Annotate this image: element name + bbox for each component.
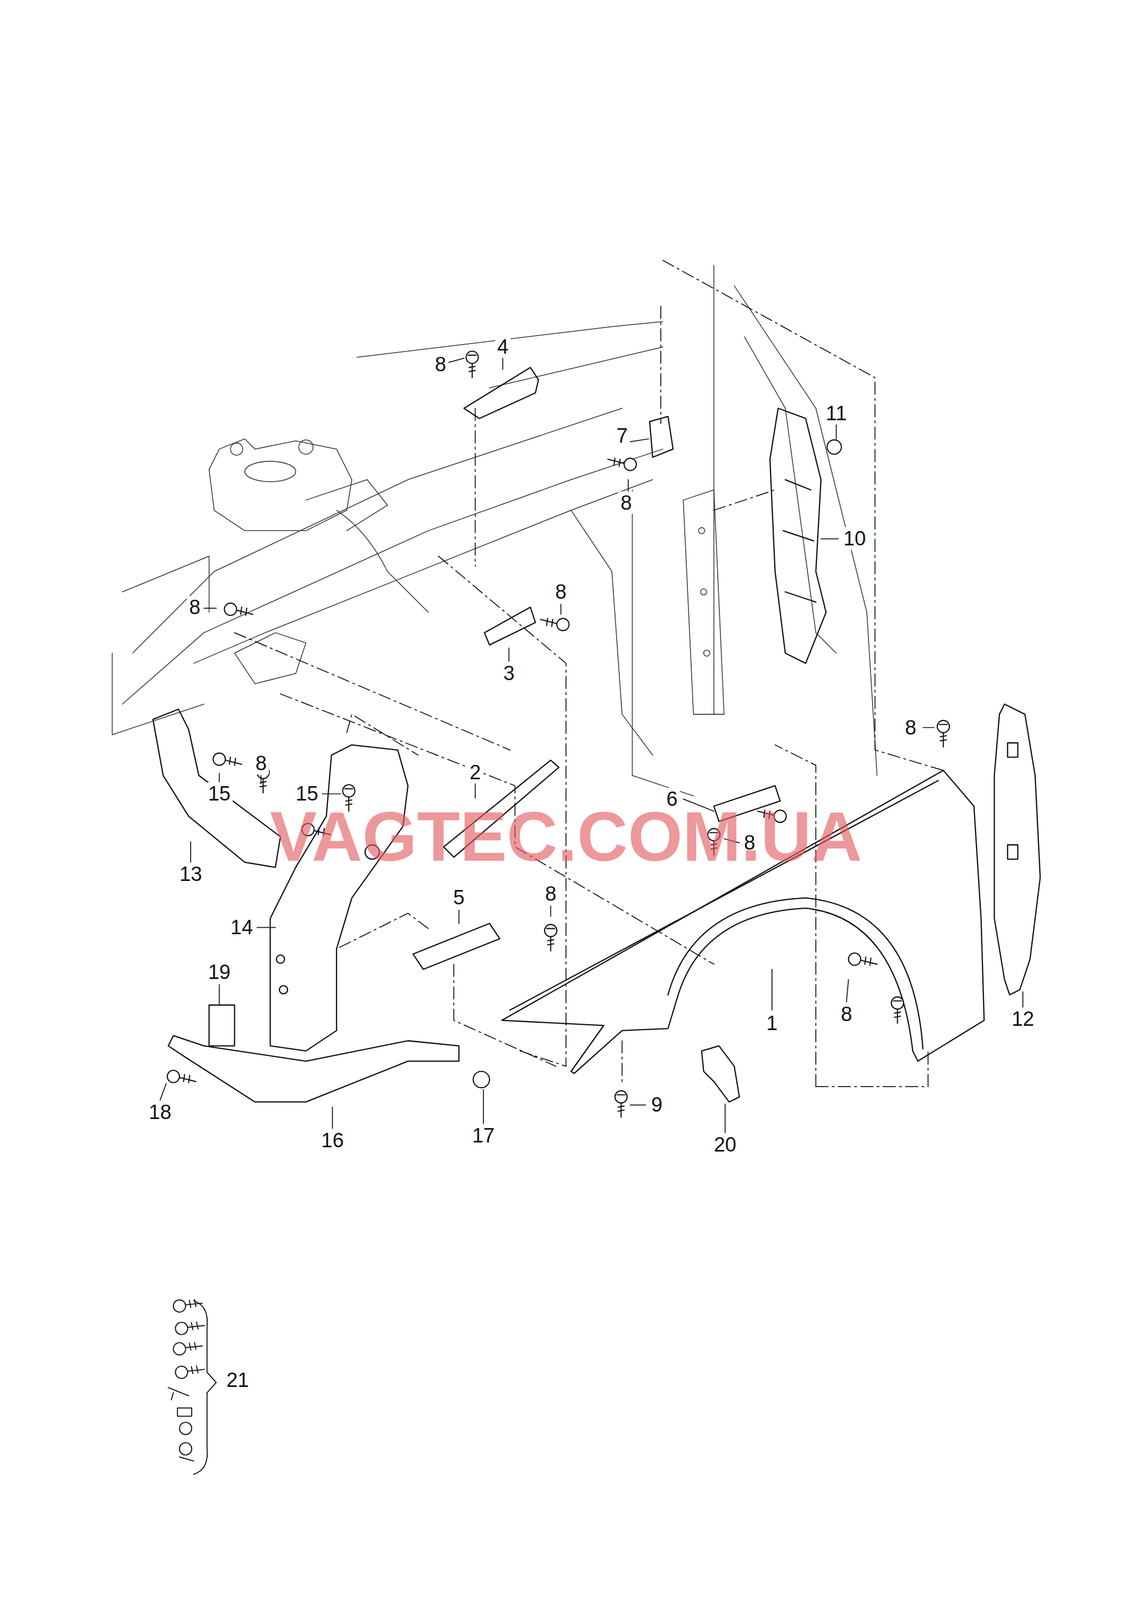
callout-number: 3: [501, 661, 517, 685]
callout-number: 11: [823, 402, 849, 425]
callout-number: 18: [146, 1100, 174, 1123]
callout-number: 16: [318, 1128, 346, 1152]
callout-number: 5: [450, 886, 467, 909]
callout-number: 2: [467, 760, 483, 784]
callout-number: 8: [253, 751, 269, 775]
callout-number: 1: [764, 1011, 780, 1035]
callout-number: 7: [614, 424, 630, 447]
callout-number: 14: [228, 915, 256, 939]
callout-number: 9: [649, 1093, 665, 1116]
callout-number: 8: [543, 882, 559, 905]
callout-number: 8: [432, 353, 449, 376]
callout-number: 4: [495, 335, 511, 358]
callout-number: 8: [553, 580, 569, 603]
callout-number: 8: [838, 1002, 855, 1025]
callout-number: 8: [618, 491, 634, 514]
callout-number: 21: [224, 1368, 251, 1391]
callout-number: 10: [841, 527, 868, 550]
callout-number: 20: [711, 1133, 739, 1156]
callout-number: 19: [206, 960, 233, 983]
callout-number: 8: [903, 716, 919, 739]
callout-number: 13: [177, 862, 204, 885]
callout-number: 15: [206, 782, 233, 805]
callout-number: 12: [1009, 1007, 1037, 1030]
callout-number: 17: [470, 1124, 497, 1147]
callout-number: 8: [186, 595, 203, 619]
watermark: VAGTEC.COM.UA: [269, 801, 863, 872]
